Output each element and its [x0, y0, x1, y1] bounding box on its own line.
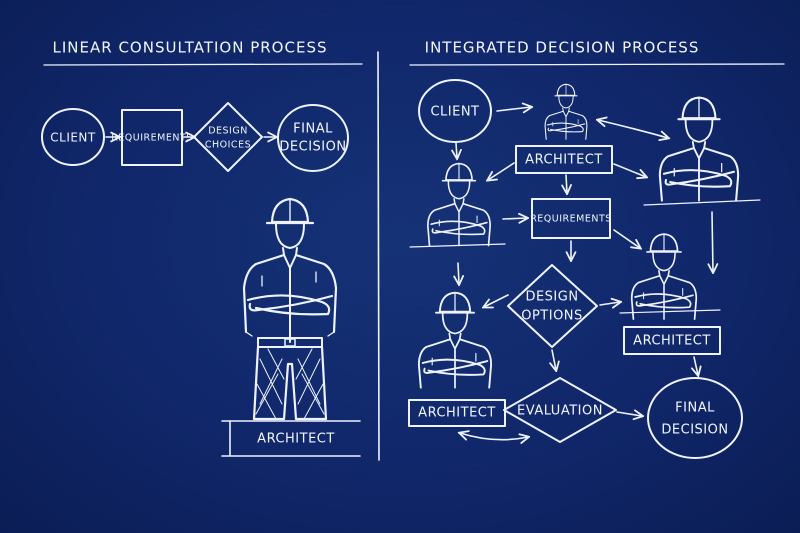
right-evaluation-node: EVALUATION [503, 377, 617, 443]
worker-figure-right [630, 233, 698, 320]
right-final-label-2: DECISION [661, 423, 728, 438]
left-final-label-1: FINAL [293, 122, 333, 137]
left-design-label-1: DESIGN [208, 126, 248, 137]
worker-figure-bottom-left [417, 291, 493, 389]
left-client-label: CLIENT [50, 131, 96, 145]
right-evaluation-label: EVALUATION [517, 404, 603, 419]
right-client-label: CLIENT [430, 105, 479, 120]
right-client-node: CLIENT [418, 79, 492, 143]
left-title-underline [43, 63, 363, 66]
right-connectors [456, 107, 713, 440]
right-design-options-node: DESIGN OPTIONS [507, 264, 598, 348]
panel-divider [377, 51, 380, 461]
left-requirements-label: REQUIREMENTS [111, 133, 193, 144]
left-client-node: CLIENT [41, 108, 105, 166]
right-architect-right-node: ARCHITECT [623, 326, 721, 355]
right-architect-top-node: ARCHITECT [515, 145, 613, 174]
left-final-decision-node: FINAL DECISION [277, 104, 349, 172]
right-architect-left-node: ARCHITECT [408, 399, 506, 427]
right-final-decision-node: FINAL DECISION [647, 377, 743, 459]
left-panel-title: LINEAR CONSULTATION PROCESS [53, 39, 328, 57]
right-title-underline [409, 63, 785, 66]
left-final-label-2: DECISION [279, 140, 346, 155]
right-architect-right-label: ARCHITECT [633, 334, 711, 349]
worker-figure-top [544, 83, 588, 140]
right-panel-title: INTEGRATED DECISION PROCESS [425, 39, 700, 57]
right-requirements-node: REQUIREMENTS [530, 198, 612, 239]
left-design-label-2: CHOICES [205, 140, 251, 151]
right-requirements-label: REQUIREMENTS [530, 214, 612, 225]
right-design-label-1: DESIGN [525, 290, 578, 305]
left-design-choices-node: DESIGN CHOICES [193, 102, 263, 172]
worker-figure-left [427, 162, 491, 247]
right-design-label-2: OPTIONS [521, 309, 583, 324]
left-architect-label: ARCHITECT [257, 432, 335, 447]
left-architect-figure [221, 197, 361, 457]
left-requirements-node: REQUIREMENTS [111, 109, 193, 166]
right-architect-top-label: ARCHITECT [525, 153, 603, 168]
worker-figure-top-right [658, 96, 740, 202]
right-architect-left-label: ARCHITECT [418, 406, 496, 421]
right-final-label-1: FINAL [675, 401, 715, 416]
